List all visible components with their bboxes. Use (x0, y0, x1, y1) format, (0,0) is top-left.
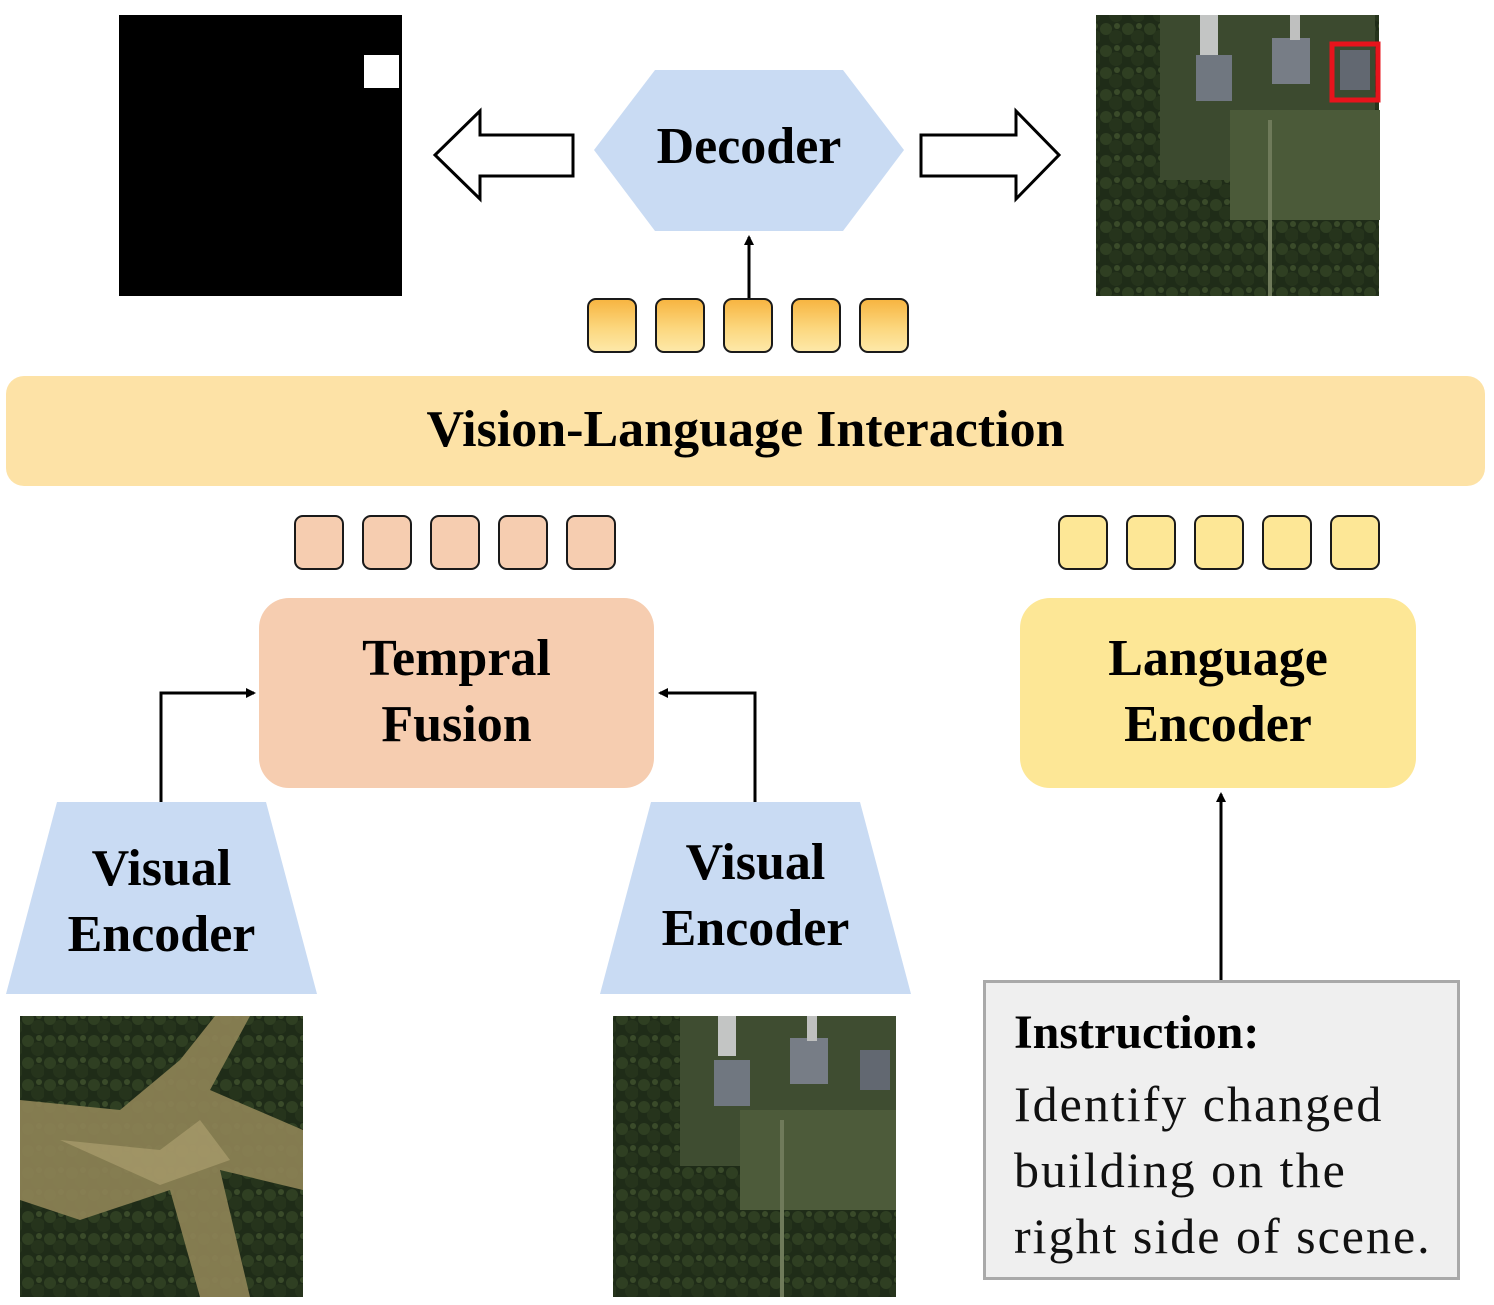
instruction-box: Instruction: Identify changed building o… (983, 980, 1460, 1280)
visual-token (430, 515, 480, 570)
input-image-t2 (613, 1016, 896, 1297)
output-token (859, 298, 909, 353)
instruction-text: Identify changed building on the right s… (1014, 1076, 1432, 1264)
visual-token (362, 515, 412, 570)
temporal-fusion-label-line2: Fusion (381, 696, 532, 753)
arrow-left-encoder-to-fusion (159, 688, 256, 802)
visual-encoder-right-label-line1: Visual (685, 834, 826, 891)
output-mask-image (119, 15, 402, 296)
visual-encoder-left-shape (6, 802, 317, 994)
language-token (1194, 515, 1244, 570)
visual-token (294, 515, 344, 570)
output-token (791, 298, 841, 353)
vision-language-interaction-band (6, 376, 1485, 486)
language-token (1262, 515, 1312, 570)
language-token (1126, 515, 1176, 570)
language-token (1330, 515, 1380, 570)
change-highlight-box (1329, 41, 1381, 103)
temporal-fusion-box: Tempral Fusion (259, 598, 654, 788)
visual-encoder-right-label-line2: Encoder (661, 900, 850, 957)
output-token (587, 298, 637, 353)
hollow-left-arrow (432, 107, 575, 203)
instruction-title: Instruction: (1014, 1006, 1260, 1059)
decoder-hexagon (594, 70, 904, 231)
temporal-fusion-label-line1: Tempral (362, 630, 551, 687)
language-encoder-label-line2: Encoder (1124, 696, 1312, 753)
vision-language-interaction-label: Vision-Language Interaction (426, 401, 1065, 458)
hollow-right-arrow (919, 107, 1062, 203)
output-token (655, 298, 705, 353)
language-encoder-label-line1: Language (1108, 630, 1328, 687)
decoder-label: Decoder (656, 118, 842, 175)
input-image-t1 (20, 1016, 303, 1297)
arrow-right-encoder-to-fusion (658, 688, 757, 802)
visual-encoder-left-label-line2: Encoder (67, 906, 256, 963)
visual-encoder-right-shape (600, 802, 911, 994)
output-satellite-image (1096, 15, 1381, 296)
language-encoder-box: Language Encoder (1020, 598, 1416, 788)
visual-encoder-left-label-line1: Visual (91, 840, 232, 897)
visual-token (566, 515, 616, 570)
language-token (1058, 515, 1108, 570)
visual-token (498, 515, 548, 570)
output-token (723, 298, 773, 353)
